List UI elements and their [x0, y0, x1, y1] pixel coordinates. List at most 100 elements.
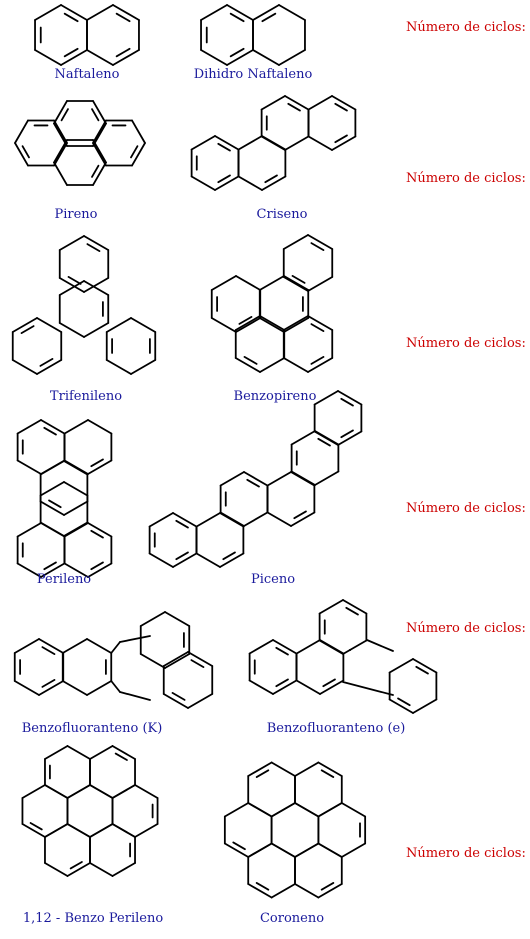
bond-line	[290, 511, 316, 527]
bond-line	[317, 802, 343, 818]
bond-line	[175, 551, 189, 561]
bond-line	[87, 419, 113, 435]
bond-line	[270, 883, 296, 899]
bond-line	[287, 102, 301, 112]
bond-line	[111, 823, 136, 838]
bond-line	[282, 357, 309, 373]
bond-line	[282, 276, 309, 292]
bond-line	[219, 511, 245, 527]
bond-line	[111, 784, 136, 799]
bond-line	[234, 357, 261, 373]
bond-line	[337, 390, 363, 406]
structure-piceno	[148, 390, 363, 568]
bond-line	[342, 639, 368, 655]
bond-line	[130, 359, 157, 375]
bond-line	[214, 175, 240, 191]
cycle-count-row-1: Número de ciclos: 2	[406, 20, 530, 35]
bond-line	[345, 606, 359, 616]
bond-line	[195, 512, 221, 528]
bond-line	[255, 769, 270, 778]
bond-line	[60, 4, 88, 21]
bond-line	[13, 638, 40, 654]
bond-line	[61, 638, 88, 654]
bond-line	[92, 119, 107, 144]
bond-line	[21, 145, 30, 159]
bond-line	[243, 355, 258, 365]
bond-line	[318, 599, 344, 615]
bond-line	[334, 134, 348, 144]
bond-line	[92, 142, 107, 167]
bond-line	[58, 277, 85, 293]
bond-line	[172, 512, 198, 528]
structure-pireno	[14, 100, 146, 186]
bond-line	[60, 49, 88, 66]
bond-line	[210, 317, 237, 333]
bond-line	[307, 95, 333, 111]
bond-line	[307, 276, 334, 292]
bond-line	[388, 658, 414, 674]
bond-line	[11, 359, 38, 375]
cycle-count-row-4: Número de ciclos: 5	[406, 501, 530, 516]
structure-trifenileno	[11, 235, 157, 375]
bond-line	[313, 430, 339, 446]
bond-line	[340, 842, 367, 858]
bond-line	[214, 135, 240, 151]
bond-line	[307, 234, 334, 250]
bond-line	[63, 12, 79, 23]
bond-line	[172, 552, 198, 568]
bond-line	[90, 561, 104, 571]
bond-line	[282, 315, 309, 331]
bond-line	[331, 135, 357, 151]
bond-line	[44, 862, 69, 877]
bond-line	[320, 882, 335, 891]
bond-line	[282, 234, 309, 250]
bond-line	[313, 390, 339, 406]
bond-line	[11, 317, 38, 333]
structure-criseno	[190, 95, 357, 191]
bond-line	[342, 681, 394, 696]
bond-line	[291, 274, 306, 284]
bond-line	[293, 510, 307, 520]
bond-line	[415, 665, 429, 675]
bond-line	[92, 100, 107, 125]
bond-line	[53, 161, 68, 186]
bond-line	[63, 481, 89, 497]
label-trifenileno: Trifenileno	[49, 389, 123, 404]
bond-line	[248, 639, 274, 655]
bond-line	[275, 678, 289, 688]
bond-line	[294, 883, 320, 899]
bond-line	[134, 784, 159, 799]
label-criseno: Criseno	[256, 207, 308, 222]
bond-line	[270, 761, 296, 777]
bond-line	[190, 175, 216, 191]
bond-line	[217, 142, 231, 152]
bond-line	[148, 512, 174, 528]
bond-line	[91, 164, 100, 178]
bond-line	[148, 552, 174, 568]
cycle-count-row-6: Número de ciclos: 6	[406, 846, 530, 861]
structure-benzopireno	[210, 234, 334, 373]
bond-line	[318, 639, 344, 655]
bond-line	[388, 698, 414, 714]
bond-line	[272, 639, 298, 655]
bond-line	[110, 680, 121, 693]
bond-line	[36, 317, 63, 333]
bond-line	[114, 752, 128, 761]
bond-line	[34, 49, 62, 66]
bond-line	[317, 761, 343, 777]
bond-line	[237, 175, 263, 191]
bond-line	[39, 500, 65, 516]
bond-line	[247, 842, 273, 858]
bond-line	[66, 862, 91, 877]
bond-line	[310, 323, 325, 333]
bond-line	[175, 519, 189, 529]
bond-line	[278, 4, 306, 21]
bond-line	[171, 691, 186, 701]
bond-line	[320, 769, 335, 778]
bond-line	[266, 471, 292, 487]
bond-line	[66, 784, 91, 799]
label-benzo-perileno: 1,12 - Benzo Perileno	[22, 911, 164, 926]
bond-line	[226, 49, 254, 66]
bond-line	[258, 317, 285, 333]
